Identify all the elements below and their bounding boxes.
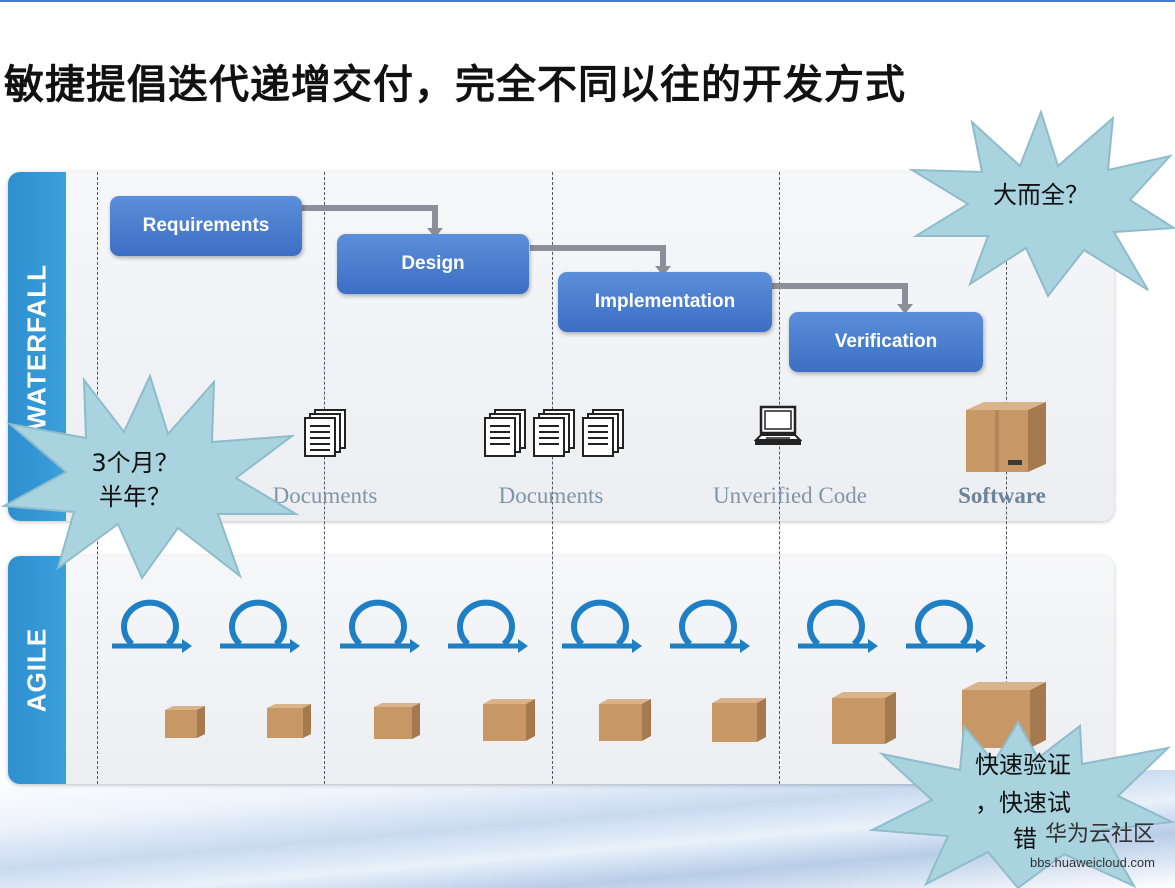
iteration-cycle-icon (562, 599, 642, 653)
agile-label: AGILE (21, 627, 52, 713)
column-divider (1006, 172, 1007, 784)
slide-title: 敏捷提倡迭代递增交付，完全不同以往的开发方式 (4, 62, 906, 108)
phase-implementation: Implementation (558, 272, 772, 332)
connector-arrow (530, 245, 671, 276)
top-border (0, 0, 1175, 2)
watermark-url: bbs.huaweicloud.com (1029, 855, 1155, 870)
callout-text-left-line2: 半年？ (99, 483, 171, 511)
iteration-cycle-icon (448, 599, 528, 653)
callout-burst-left (0, 373, 300, 580)
laptop-icon (753, 405, 803, 445)
watermark-brand: 华为云社区 (1044, 822, 1155, 847)
increment-box-icon (483, 699, 535, 741)
phase-requirements: Requirements (110, 196, 302, 256)
increment-box-icon (599, 699, 651, 741)
software-box-icon (966, 402, 1046, 472)
artifact-label-unverified-code: Unverified Code (713, 483, 867, 508)
phase-design: Design (337, 234, 529, 294)
column-divider (552, 172, 553, 784)
increment-box-icon (712, 698, 766, 742)
iteration-cycle-icon (798, 599, 878, 653)
artifact-label-software: Software (958, 483, 1046, 508)
document-stacks-icon (484, 409, 624, 457)
column-divider (779, 172, 780, 784)
increment-box-icon (374, 703, 420, 739)
iteration-cycle-icon (906, 599, 986, 653)
iteration-cycle-icon (112, 599, 192, 653)
iteration-cycle-icon (340, 599, 420, 653)
increment-box-icon (832, 692, 896, 744)
iteration-cycle-icon (670, 599, 750, 653)
increment-box-icon (165, 706, 205, 738)
document-stack-icon (304, 409, 346, 457)
agile-panel: AGILE (8, 556, 1114, 784)
callout-text-left-line1: 3个月？ (91, 449, 179, 477)
connector-arrow (772, 283, 913, 314)
callout-burst-bottom-right (868, 720, 1175, 888)
artifact-label-documents: Documents (272, 483, 378, 508)
callout-text-bottom-right-line1: 快速验证 (975, 751, 1071, 779)
callout-text-top-right: 大而全？ (993, 181, 1089, 209)
callout-text-bottom-right-line3: 错 (1013, 825, 1037, 853)
column-divider (324, 172, 325, 784)
connector-arrow (302, 205, 443, 238)
increment-box-icon (267, 704, 311, 738)
artifact-label-documents: Documents (498, 483, 604, 508)
callout-text-bottom-right-line2: ，快速试 (975, 789, 1071, 817)
callout-burst-top-right (908, 108, 1175, 298)
iteration-cycle-icon (220, 599, 300, 653)
phase-verification: Verification (789, 312, 983, 372)
agile-side-label: AGILE (8, 556, 66, 784)
